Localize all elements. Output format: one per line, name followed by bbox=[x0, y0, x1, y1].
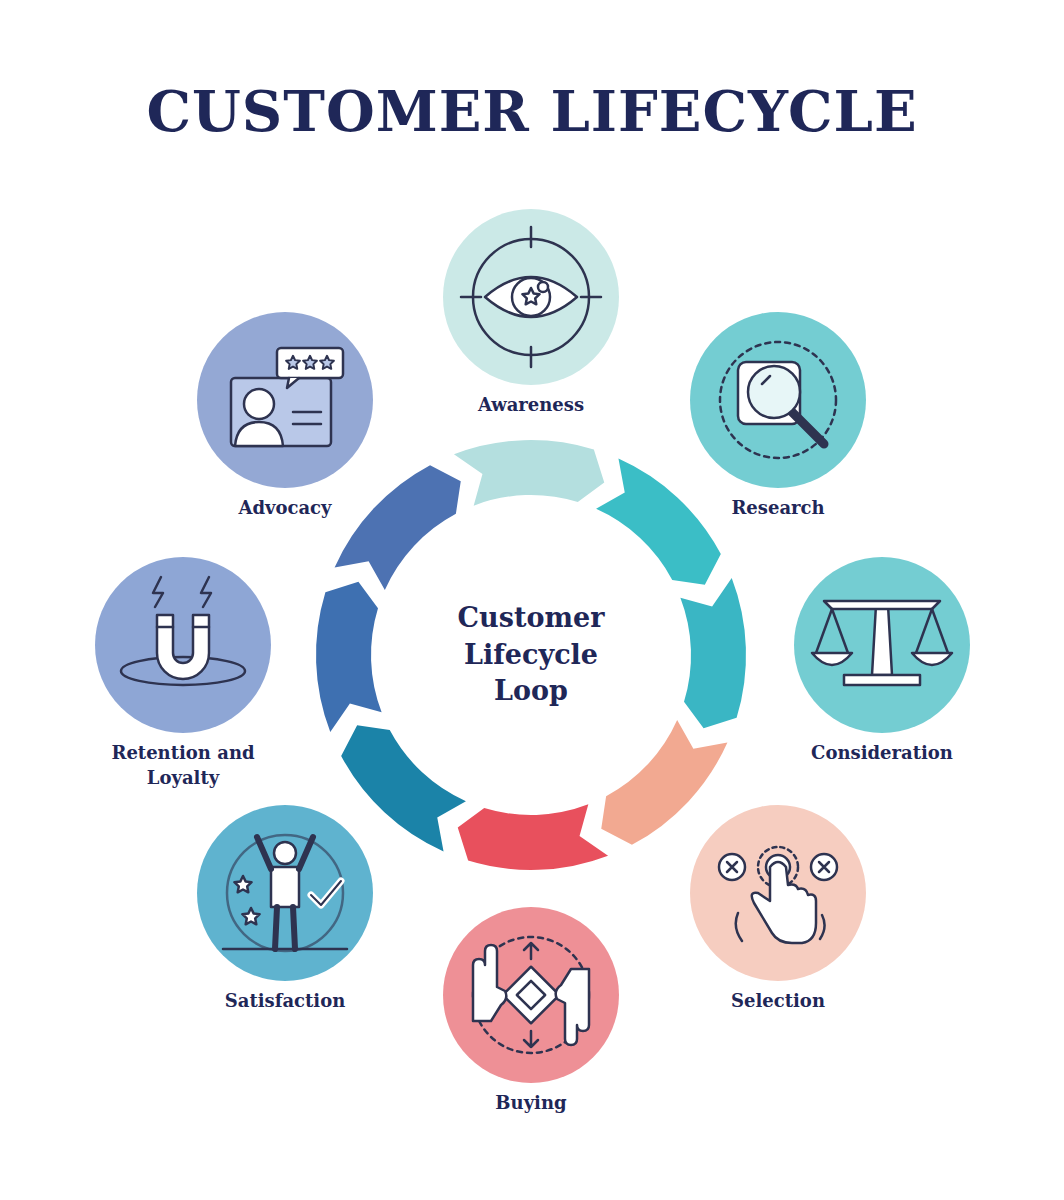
stage-circle: Research bbox=[690, 312, 866, 488]
stage-circle: Selection bbox=[690, 805, 866, 981]
center-disc bbox=[375, 499, 687, 811]
stage-circle: Advocacy bbox=[197, 312, 373, 488]
stage-circle: Retention and Loyalty bbox=[95, 557, 271, 733]
awareness-icon bbox=[443, 209, 619, 385]
stage-label: Advocacy bbox=[185, 495, 385, 520]
stage-label: Retention and Loyalty bbox=[93, 740, 273, 790]
lifecycle-ring bbox=[316, 440, 746, 870]
consideration-icon bbox=[794, 557, 970, 733]
stage-circle: Buying bbox=[443, 907, 619, 1083]
stage-label: Research bbox=[678, 495, 878, 520]
center-label: Customer Lifecycle Loop bbox=[426, 600, 636, 709]
advocacy-icon bbox=[197, 312, 373, 488]
stage-label: Satisfaction bbox=[185, 988, 385, 1013]
ring-arrow bbox=[458, 804, 608, 870]
center-circle: Customer Lifecycle Loop bbox=[375, 499, 687, 811]
ring-arrow bbox=[680, 578, 746, 728]
ring-arrow bbox=[454, 440, 604, 506]
ring-arrow bbox=[316, 582, 382, 732]
stage-circle: Consideration bbox=[794, 557, 970, 733]
stage-label: Awareness bbox=[431, 392, 631, 417]
buying-icon bbox=[443, 907, 619, 1083]
title: CUSTOMER LIFECYCLE bbox=[0, 78, 1064, 144]
stage-circle: Satisfaction bbox=[197, 805, 373, 981]
stage-label: Consideration bbox=[772, 740, 992, 765]
satisfaction-icon bbox=[197, 805, 373, 981]
stage-circle: Awareness bbox=[443, 209, 619, 385]
research-icon bbox=[690, 312, 866, 488]
stage-label: Selection bbox=[678, 988, 878, 1013]
retention-icon bbox=[95, 557, 271, 733]
stage-label: Buying bbox=[431, 1090, 631, 1115]
selection-icon bbox=[690, 805, 866, 981]
